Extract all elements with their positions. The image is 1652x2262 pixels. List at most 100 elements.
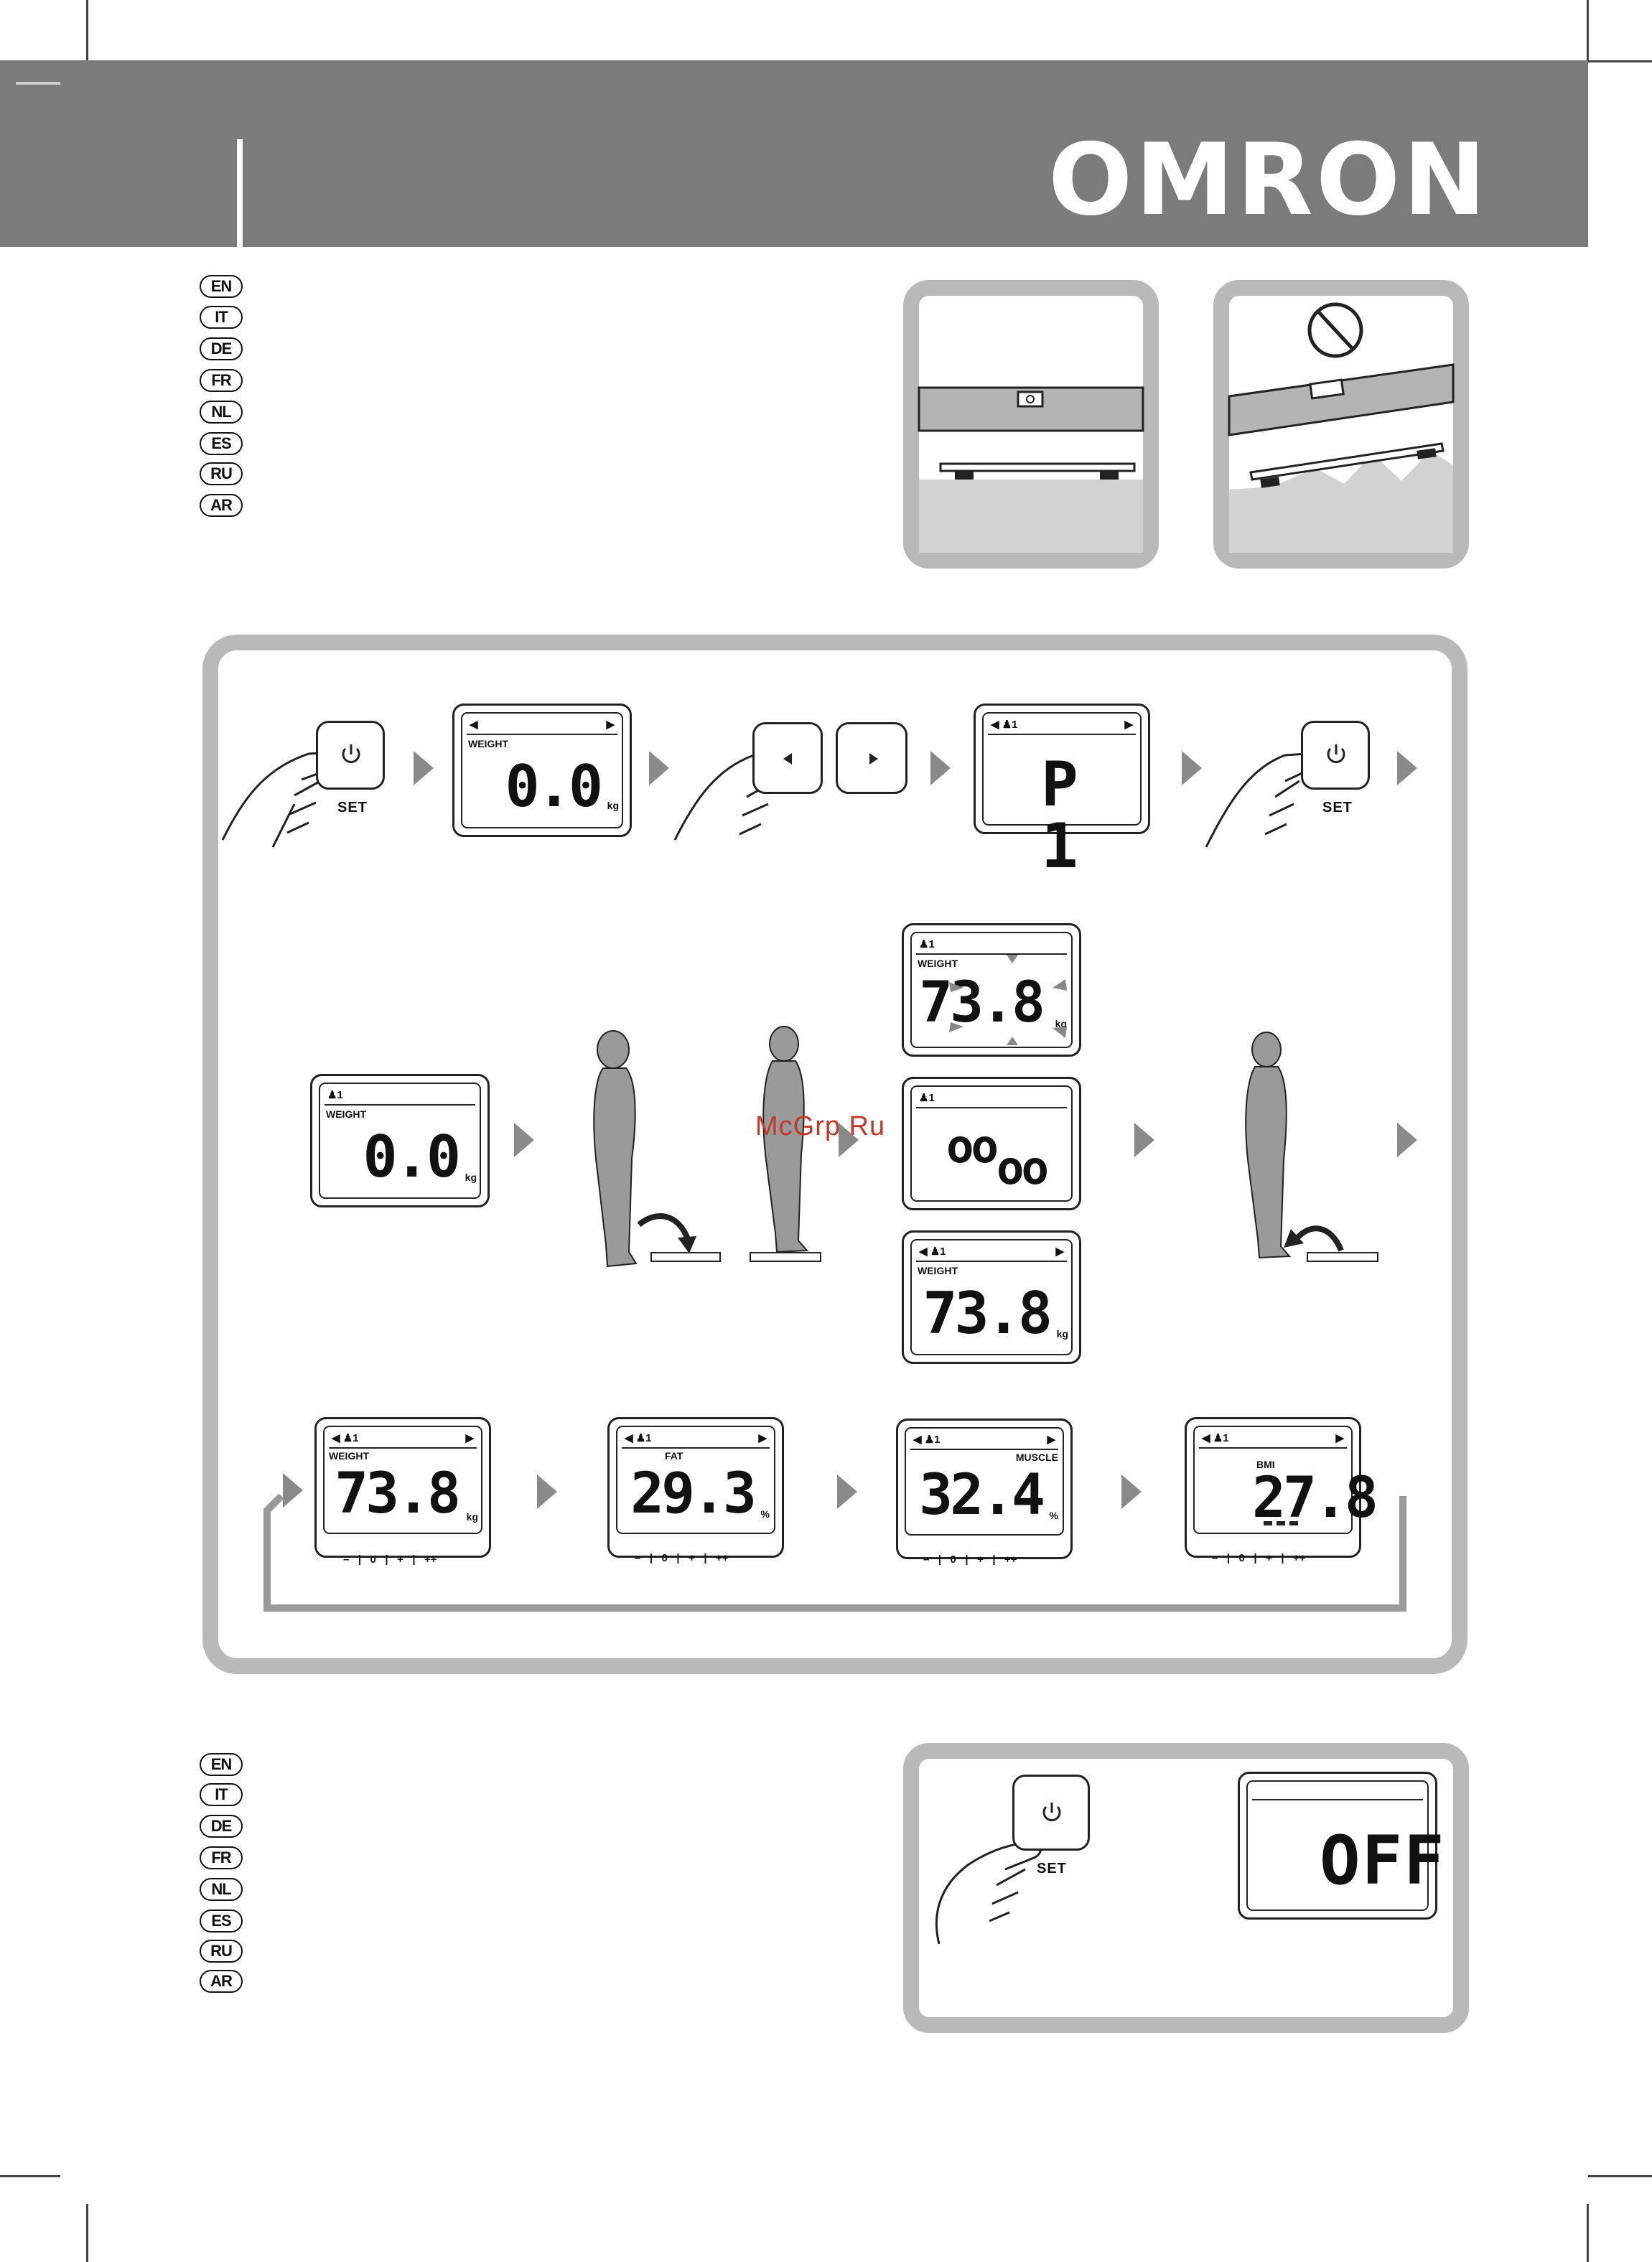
lcd-user: ◀ ♟1 <box>1202 1432 1229 1444</box>
lcd-user: ♟1 <box>919 1092 935 1104</box>
step-arrow-icon <box>930 751 951 785</box>
lcd-display-weight-result: ◀ ♟1▶ WEIGHT 73.8 kg <box>902 1230 1081 1364</box>
lcd-display-bmi: ◀ ♟1▶ BMI 27.8 <box>1185 1417 1378 1558</box>
loop-arrow-icon <box>283 1473 303 1508</box>
step-arrow-icon <box>1397 751 1417 785</box>
step-arrow-icon <box>1182 751 1202 785</box>
lang-badge: IT <box>200 1783 243 1806</box>
uneven-floor-illustration <box>1228 302 1455 553</box>
person-standing-icon <box>1245 1032 1292 1259</box>
lcd-unit: kg <box>466 1511 478 1523</box>
scale-platform <box>1307 1252 1378 1262</box>
triangle-left-icon <box>783 753 792 765</box>
lcd-unit: kg <box>465 1172 477 1183</box>
lcd-unit: kg <box>1055 1018 1067 1029</box>
lcd-value: 0.0 <box>505 753 603 820</box>
hand-press-icon <box>221 751 341 848</box>
lang-badge: ES <box>200 432 243 455</box>
lcd-user: ◀ ♟1 <box>625 1432 652 1444</box>
crop-mark <box>0 2175 60 2177</box>
header-divider <box>237 139 243 247</box>
step-arrow-icon <box>1134 1123 1154 1157</box>
curved-arrow-icon <box>637 1213 696 1253</box>
lcd-label: WEIGHT <box>918 1265 958 1276</box>
lcd-value: P 1 <box>1041 749 1086 882</box>
flashing-indicator-icon <box>949 955 1067 1045</box>
lcd-display-fat: ◀ ♟1▶ FAT 29.3 % <box>607 1417 784 1558</box>
step-arrow-icon <box>414 751 434 785</box>
lcd-display-analyzing: ♟1 oo oo <box>902 1077 1081 1210</box>
lang-badge: RU <box>200 1940 243 1963</box>
lcd-value: 32.4 <box>919 1463 1045 1528</box>
lcd-value: oo <box>997 1142 1049 1195</box>
lcd-display-user-zero: ♟1 WEIGHT 0.0 kg <box>310 1074 490 1207</box>
step-arrow-icon <box>839 1123 859 1157</box>
lcd-value: 73.8 <box>923 1280 1053 1347</box>
lcd-user: ◀ ♟1 <box>913 1434 941 1446</box>
curved-arrow-icon <box>1284 1225 1344 1252</box>
crop-mark <box>1588 2175 1652 2177</box>
range-scale: – | 0 | + | ++ <box>343 1553 437 1566</box>
lcd-display-off: OFF <box>1238 1772 1445 1920</box>
set-button[interactable] <box>316 721 385 790</box>
crop-mark <box>86 0 88 60</box>
lcd-display-weight-zero: ◀▶ WEIGHT 0.0 kg <box>452 704 632 837</box>
scale-platform <box>750 1252 821 1262</box>
lang-badge: DE <box>200 337 243 360</box>
lcd-top-arrows: ◀▶ <box>470 719 615 731</box>
lcd-display-weight: ◀ ♟1▶ WEIGHT 73.8 kg <box>314 1417 491 1558</box>
lcd-unit: kg <box>607 800 619 811</box>
lcd-display-muscle: ◀ ♟1▶ MUSCLE 32.4 % <box>896 1419 1073 1559</box>
lcd-value: oo <box>946 1121 999 1174</box>
step-arrow-icon <box>837 1474 857 1509</box>
person-standing-icon <box>593 1030 638 1268</box>
lang-badge: EN <box>200 275 243 298</box>
crop-mark <box>1587 2204 1589 2262</box>
lcd-user: ♟1 <box>327 1089 343 1101</box>
range-scale: – | 0 | + | ++ <box>1212 1552 1306 1564</box>
loop-connector-line <box>263 1493 1406 1612</box>
step-arrow-icon <box>1121 1474 1142 1509</box>
crop-mark <box>1587 0 1589 60</box>
lcd-value: 73.8 <box>335 1462 461 1526</box>
lang-badge: ES <box>200 1910 243 1932</box>
level-floor-illustration <box>918 386 1144 553</box>
uneven-floor-panel <box>1213 280 1469 569</box>
lang-badge: RU <box>200 462 243 485</box>
lcd-label: WEIGHT <box>329 1450 369 1462</box>
brand-logo: OMRON <box>1048 122 1489 238</box>
lang-badge: IT <box>200 306 243 329</box>
step-arrow-icon <box>514 1123 534 1157</box>
set-label: SET <box>1322 800 1353 815</box>
lcd-value: OFF <box>1320 1822 1446 1900</box>
lcd-user: ◀ ♟1 <box>919 1245 946 1258</box>
lcd-user: ◀ ♟1 <box>991 719 1018 731</box>
lang-badge: NL <box>200 1878 243 1901</box>
range-scale: – | 0 | + | ++ <box>635 1552 729 1564</box>
lcd-value: 73.8 <box>919 971 1045 1035</box>
set-button[interactable] <box>1301 721 1370 790</box>
lcd-value: 29.3 <box>630 1462 757 1526</box>
lcd-label: WEIGHT <box>918 958 958 969</box>
lcd-value: 27.8 <box>1252 1466 1378 1530</box>
right-arrow-button[interactable] <box>836 722 907 794</box>
bmi-bar-indicator <box>1264 1521 1298 1530</box>
lang-badge: AR <box>200 494 243 517</box>
lcd-label: FAT <box>665 1450 683 1462</box>
lcd-value: 0.0 <box>363 1123 461 1190</box>
lcd-unit: kg <box>1056 1328 1068 1340</box>
lang-badge: AR <box>200 1970 243 1993</box>
hand-press-icon <box>1205 752 1317 848</box>
lcd-label: WEIGHT <box>326 1108 366 1120</box>
lang-badge: FR <box>200 369 243 392</box>
lang-badge: DE <box>200 1815 243 1838</box>
lcd-user: ◀ ♟1 <box>332 1432 359 1444</box>
step-arrow-icon <box>1397 1123 1417 1157</box>
crop-mark <box>1588 60 1652 62</box>
left-arrow-button[interactable] <box>752 722 823 794</box>
set-button[interactable] <box>1012 1775 1090 1851</box>
power-icon <box>342 744 360 763</box>
step-arrow-icon <box>649 751 669 785</box>
lcd-unit: % <box>1049 1510 1058 1521</box>
lang-badge: FR <box>200 1846 243 1869</box>
